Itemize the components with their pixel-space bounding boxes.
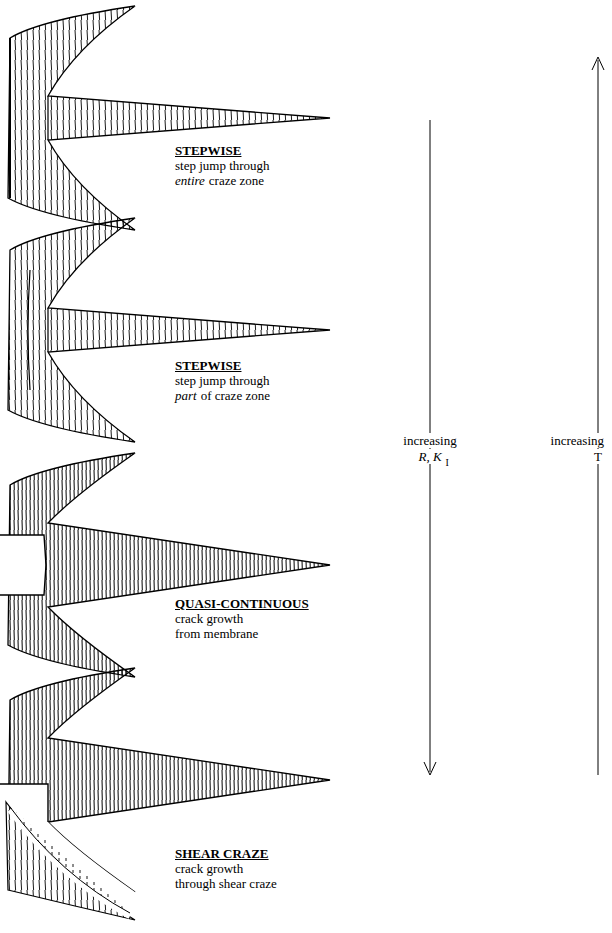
mode-description: craze zone xyxy=(209,173,264,188)
crack-opening xyxy=(0,535,44,595)
craze-zone xyxy=(8,6,330,230)
shear-crack-edge xyxy=(10,807,130,913)
craze-outline xyxy=(8,218,330,442)
craze-zone xyxy=(0,668,330,920)
arrow-head xyxy=(592,57,604,70)
mode-description: crack growth xyxy=(175,861,243,876)
mode-description: entire xyxy=(175,173,205,188)
mode-heading: STEPWISE xyxy=(175,143,241,158)
craze-outline xyxy=(8,6,330,230)
axis-label: R, K xyxy=(416,449,443,464)
mode-description: from membrane xyxy=(175,626,258,641)
mode-description: crack growth xyxy=(175,611,243,626)
axis-label: increasing xyxy=(549,433,606,448)
step-boundary xyxy=(28,270,30,390)
mode-heading: STEPWISE xyxy=(175,358,241,373)
mode-description: part xyxy=(175,388,197,403)
shear-craze-arm xyxy=(6,802,135,920)
arrow-head xyxy=(424,762,436,775)
axis-label: increasing xyxy=(401,433,458,448)
mode-heading: SHEAR CRAZE xyxy=(175,846,269,861)
mode-description: step jump through xyxy=(175,373,270,388)
step-boundary xyxy=(47,96,48,140)
mode-description: step jump through xyxy=(175,158,270,173)
craze-outline xyxy=(8,453,330,677)
mode-description: of craze zone xyxy=(201,388,270,403)
step-boundary xyxy=(47,308,48,352)
craze-zone xyxy=(0,453,330,677)
axis-label: T xyxy=(592,449,604,464)
crack-tip xyxy=(9,38,11,198)
mode-description: through shear craze xyxy=(175,876,277,891)
axis-label: I xyxy=(444,455,451,470)
trend-line xyxy=(598,60,599,775)
crack-edge xyxy=(0,535,46,595)
mode-heading: QUASI-CONTINUOUS xyxy=(175,596,309,611)
craze-zone xyxy=(8,218,330,442)
